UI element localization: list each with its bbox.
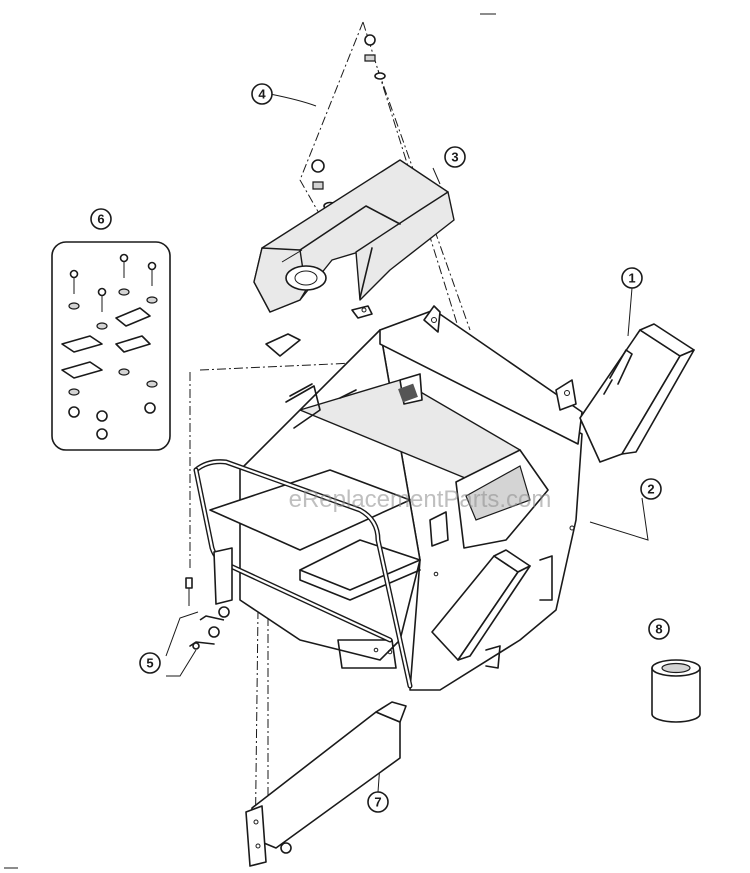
hardware-set-4 [311, 34, 386, 211]
callout-8-label: 8 [655, 622, 662, 637]
callout-2-label: 2 [647, 482, 654, 497]
callout-2: 2 [640, 478, 662, 500]
callout-1-label: 1 [628, 271, 635, 286]
callout-7: 7 [367, 791, 389, 813]
callout-3: 3 [444, 146, 466, 168]
callout-7-label: 7 [374, 795, 381, 810]
callout-6-label: 6 [97, 212, 104, 227]
callout-6: 6 [90, 208, 112, 230]
side-pod-1 [579, 323, 695, 463]
hardware-set-5 [185, 577, 230, 650]
watermark: eReplacementParts.com [289, 486, 552, 513]
callout-5-label: 5 [146, 656, 153, 671]
callout-1: 1 [621, 267, 643, 289]
dash-panel-cover-3 [253, 159, 455, 357]
callout-4: 4 [251, 83, 273, 105]
filter-canister-8 [651, 659, 701, 723]
callout-8: 8 [648, 618, 670, 640]
callout-4-label: 4 [258, 87, 266, 102]
roll-bar [193, 459, 413, 689]
support-bracket-7 [245, 701, 407, 867]
dash-tower-body-2 [209, 305, 583, 691]
callout-3-label: 3 [451, 150, 458, 165]
front-pod [431, 549, 531, 661]
callout-5: 5 [139, 652, 161, 674]
grab-handles [285, 383, 357, 429]
hardware-kit-6 [51, 241, 171, 451]
